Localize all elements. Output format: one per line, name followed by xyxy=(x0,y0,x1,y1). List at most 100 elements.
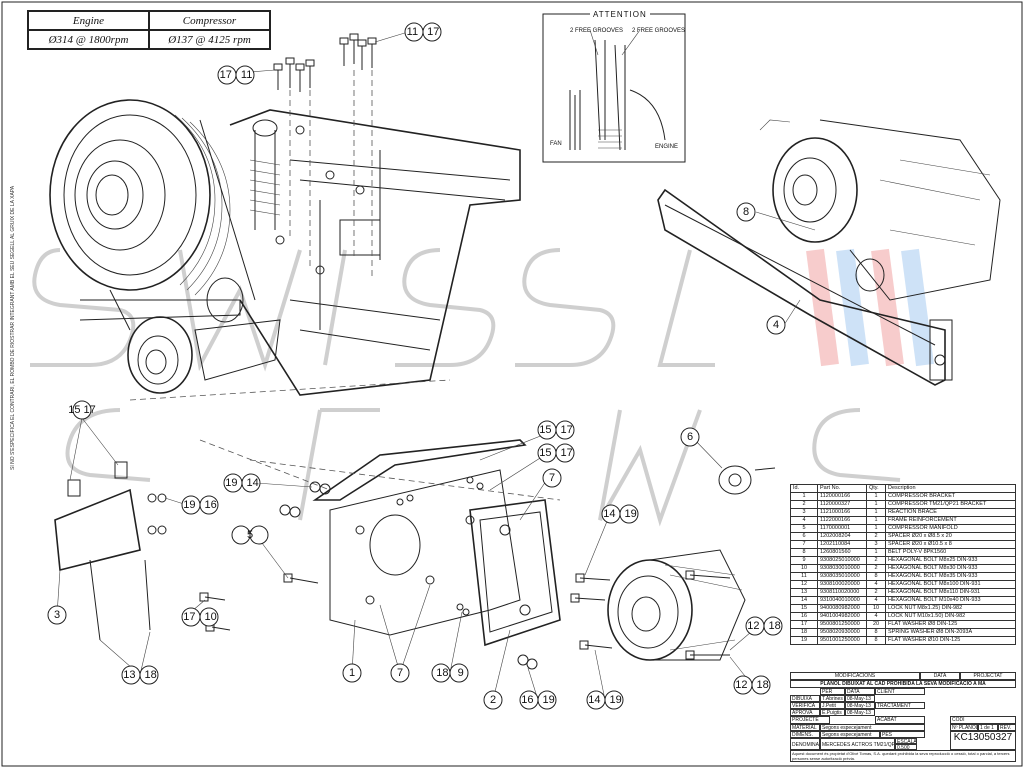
bom-cell-part: 9308110020000 xyxy=(817,588,867,597)
callout-balloon: 2 xyxy=(483,690,503,710)
bom-cell-qty: 8 xyxy=(866,628,886,637)
bom-cell-qty: 2 xyxy=(866,532,886,541)
bom-cell-part: 9400080982000 xyxy=(817,604,867,613)
tb-client: CLIENT xyxy=(875,688,925,695)
compressor xyxy=(607,465,776,661)
callout-number: 15 17 xyxy=(539,447,573,459)
bom-cell-id: 12 xyxy=(790,580,818,589)
bom-cell-qty: 3 xyxy=(866,540,886,549)
bom-cell-qty: 1 xyxy=(866,500,886,509)
bom-cell-desc: HEXAGONAL BOLT M8x30 DIN-933 xyxy=(885,564,1016,573)
bom-cell-id: 9 xyxy=(790,556,818,565)
callout-balloon: 1 xyxy=(342,663,362,683)
bracket-exploded xyxy=(54,379,561,647)
bom-cell-id: 18 xyxy=(790,628,818,637)
top-bolts xyxy=(273,33,377,280)
bom-cell-part: 1120000166 xyxy=(817,492,867,501)
bom-cell-qty: 2 xyxy=(866,588,886,597)
bom-cell-qty: 10 xyxy=(866,604,886,613)
bom-cell-part: 9501001250000 xyxy=(817,636,867,645)
tb-warning: PLÀNOL DIBUIXAT AL CAD PROHIBIDA LA SEVA… xyxy=(790,680,1016,688)
tb-dibuixa-date: 08-May-13 xyxy=(845,695,875,702)
parts-list-header-row: Id. Part No. Qty. Description xyxy=(790,484,1016,493)
bom-cell-part: 9308025010000 xyxy=(817,556,867,565)
attention-left-label: 2 FREE GROOVES xyxy=(570,28,623,34)
bom-cell-qty: 1 xyxy=(866,516,886,525)
bom-cell-qty: 8 xyxy=(866,636,886,645)
callout-number: 2 xyxy=(490,694,496,706)
bom-cell-desc: SPACER Ø20 x Ø8.5 x 20 xyxy=(885,532,1016,541)
bom-header-description: Description xyxy=(885,484,1016,493)
bom-cell-desc: LOCK NUT M10x1.50) DIN-982 xyxy=(885,612,1016,621)
bom-cell-desc: FLAT WASHER Ø8 DIN-125 xyxy=(885,620,1016,629)
tb-data-col: DATA xyxy=(845,688,875,695)
callout-number: 17 11 xyxy=(220,69,253,81)
tb-pes: PES xyxy=(880,731,925,738)
bom-cell-qty: 2 xyxy=(866,564,886,573)
bom-cell-id: 4 xyxy=(790,516,818,525)
tb-dibuixa: DIBUIXA xyxy=(790,695,820,702)
bom-cell-id: 15 xyxy=(790,604,818,613)
pulley-spec-table: Engine Compressor Ø314 @ 1800rpm Ø137 @ … xyxy=(27,10,271,50)
callout-balloon: 4 xyxy=(766,315,786,335)
tb-rev: REV. xyxy=(998,724,1016,731)
bom-header-part: Part No. xyxy=(817,484,867,493)
callout-number: 11 17 xyxy=(407,26,440,38)
spec-compressor-value: Ø137 @ 4125 rpm xyxy=(149,30,270,49)
tb-material-value: Segons especejament xyxy=(820,724,925,731)
callout-number: 19 16 xyxy=(183,499,217,511)
tb-dimens-value: Segons especejament xyxy=(820,731,880,738)
callout-balloon: 19 14 xyxy=(223,473,261,493)
bom-cell-qty: 1 xyxy=(866,524,886,533)
callout-balloon: 15 17 xyxy=(537,420,575,440)
bom-cell-qty: 1 xyxy=(866,492,886,501)
tb-codi: CODI xyxy=(950,716,1016,724)
bom-cell-part: 1202008204 xyxy=(817,532,867,541)
attention-detail: 2 FREE GROOVES 2 FREE GROOVES FAN ENGINE xyxy=(542,13,686,163)
callout-balloon: 7 xyxy=(390,663,410,683)
tb-denominacio: DENOMINACIÓ xyxy=(790,738,820,750)
callout-balloon: 17 10 xyxy=(181,607,219,627)
tb-escala: ESCALA xyxy=(895,738,917,744)
bom-header-qty: Qty. xyxy=(866,484,886,493)
callout-balloon: 5 xyxy=(231,525,269,545)
bom-cell-part: 1170000001 xyxy=(817,524,867,533)
tb-modifications: MODIFICACIONS xyxy=(790,672,920,680)
bom-cell-part: 9308035010000 xyxy=(817,572,867,581)
bom-cell-desc: BELT POLY-V 8PK1560 xyxy=(885,548,1016,557)
spec-engine-value: Ø314 @ 1800rpm xyxy=(28,30,149,49)
tb-per: PER xyxy=(820,688,845,695)
bom-cell-id: 10 xyxy=(790,564,818,573)
bom-cell-desc: HEXAGONAL BOLT M8x35 DIN-933 xyxy=(885,572,1016,581)
bom-cell-id: 2 xyxy=(790,500,818,509)
tb-footer: Aquest document és propietat d'Olivé Tom… xyxy=(790,750,1016,762)
callout-balloon: 13 18 xyxy=(121,665,159,685)
bom-cell-id: 11 xyxy=(790,572,818,581)
tb-drawing-number: KC13050327 xyxy=(950,731,1016,750)
tb-denominacio-value: MERCEDES ACTROS TM21/QP21 xyxy=(820,738,895,750)
attention-right-label: 2 FREE GROOVES xyxy=(632,28,685,34)
bom-cell-desc: REACTION BRACE xyxy=(885,508,1016,517)
bom-header-id: Id. xyxy=(790,484,818,493)
callout-balloon: 14 19 xyxy=(586,690,624,710)
bom-cell-qty: 1 xyxy=(866,548,886,557)
callout-number: 12 18 xyxy=(735,679,769,691)
callout-balloon: 19 16 xyxy=(181,495,219,515)
attention-fan-label: FAN xyxy=(550,141,562,147)
bom-cell-part: 9500801250000 xyxy=(817,620,867,629)
tb-projectat: PROJECTAT xyxy=(960,672,1016,680)
callout-number: 6 xyxy=(687,431,693,443)
callout-balloon: 12 18 xyxy=(745,616,783,636)
title-block: MODIFICACIONS DATA PROJECTAT PLÀNOL DIBU… xyxy=(790,672,1016,762)
